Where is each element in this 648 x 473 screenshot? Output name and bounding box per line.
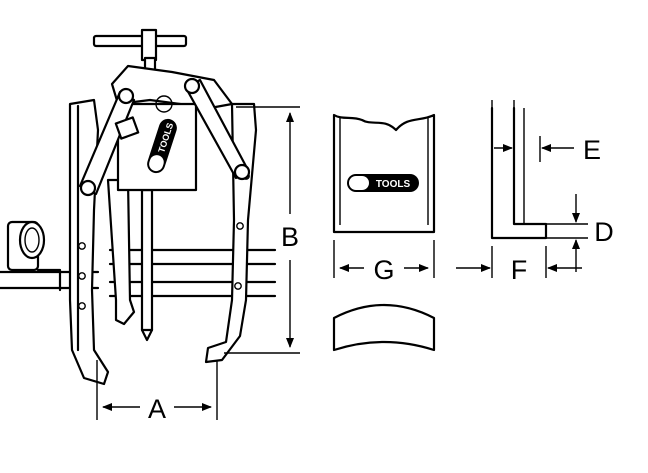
dimension-b: B [224, 106, 300, 354]
linkage-arms [78, 77, 251, 197]
jaw-tip-side-view: E D F [456, 100, 614, 285]
label-d: D [594, 217, 614, 247]
label-e: E [583, 135, 601, 165]
label-a: A [148, 394, 166, 424]
spindle-housing: KS TOOLS [116, 95, 198, 192]
left-jaw [68, 98, 110, 386]
jaw-tip-curved-section [332, 304, 436, 352]
workpiece-shaft [0, 220, 277, 298]
label-b: B [281, 222, 299, 252]
t-handle [92, 28, 188, 88]
tip-brand-ks: KS [352, 179, 366, 190]
housing-brand-ks: KS [151, 156, 164, 171]
jaw-tip-front-view: KS TOOLS G [332, 113, 436, 285]
tip-brand-tools: TOOLS [376, 179, 411, 190]
label-f: F [511, 255, 528, 285]
center-jaw [106, 178, 154, 342]
label-g: G [373, 255, 394, 285]
dimension-a: A [96, 360, 218, 424]
